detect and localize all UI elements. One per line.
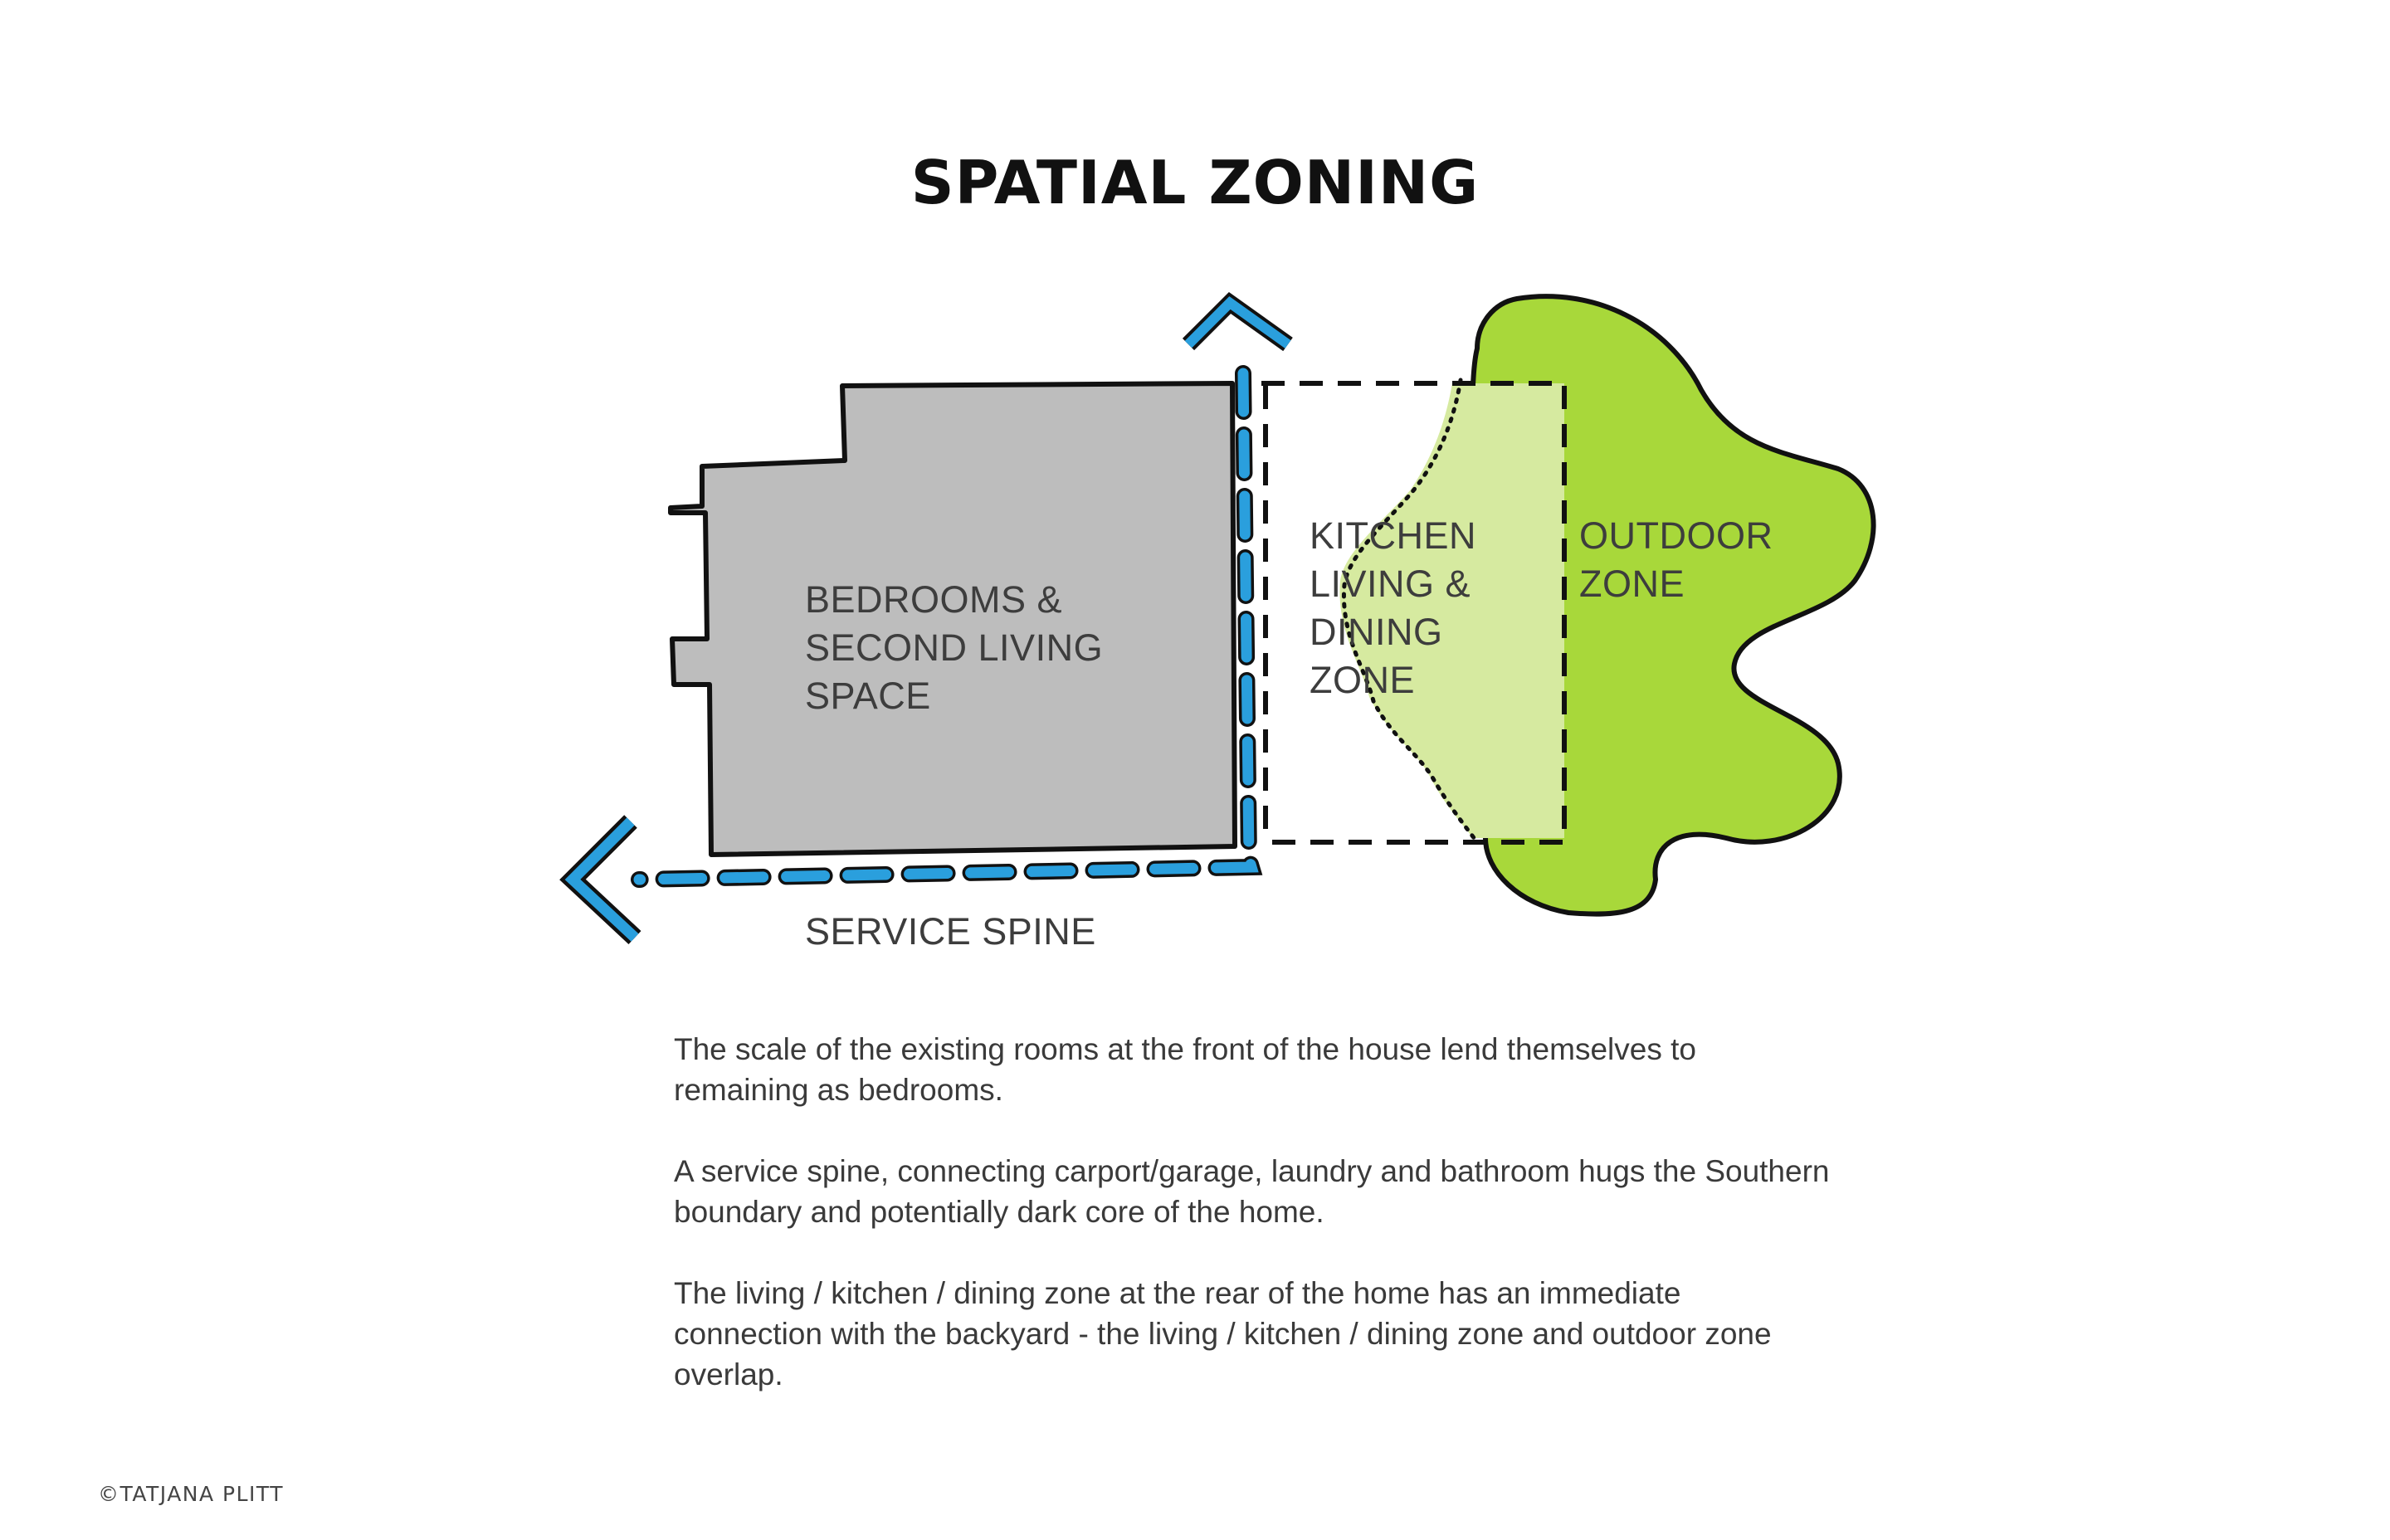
description-block: The scale of the existing rooms at the f… bbox=[674, 1029, 1836, 1435]
description-paragraph: A service spine, connecting carport/gara… bbox=[674, 1154, 1830, 1229]
outdoor-zone-label: OUTDOOR ZONE bbox=[1579, 512, 1773, 608]
outdoor-label-line: OUTDOOR bbox=[1579, 514, 1773, 557]
spine-arrow-left bbox=[559, 815, 641, 945]
kitchen-label-line: ZONE bbox=[1310, 659, 1416, 701]
description-paragraph: The scale of the existing rooms at the f… bbox=[674, 1032, 1696, 1107]
copyright-credit: ©TATJANA PLITT bbox=[98, 1482, 285, 1506]
kitchen-label-line: LIVING & bbox=[1310, 563, 1471, 605]
bedrooms-label-line: BEDROOMS & bbox=[805, 578, 1063, 621]
service-spine-label: SERVICE SPINE bbox=[805, 908, 1096, 956]
bedrooms-label-line: SECOND LIVING bbox=[805, 626, 1104, 669]
overlap-zone-shape bbox=[1339, 383, 1564, 838]
outdoor-label-line: ZONE bbox=[1579, 563, 1685, 605]
kitchen-label-line: DINING bbox=[1310, 611, 1443, 653]
description-paragraph: The living / kitchen / dining zone at th… bbox=[674, 1276, 1772, 1391]
diagram-title: SPATIAL ZONING bbox=[910, 148, 1480, 217]
service-spine-path bbox=[633, 368, 1259, 885]
kitchen-label-line: KITCHEN bbox=[1310, 514, 1477, 557]
spine-arrow-up-fill bbox=[1184, 296, 1291, 348]
service-spine-label-text: SERVICE SPINE bbox=[805, 910, 1096, 953]
spine-arrow-left-fill bbox=[564, 817, 639, 942]
bedrooms-label-line: SPACE bbox=[805, 675, 931, 717]
bedrooms-zone-label: BEDROOMS & SECOND LIVING SPACE bbox=[805, 576, 1103, 720]
kitchen-zone-label: KITCHEN LIVING & DINING ZONE bbox=[1310, 512, 1476, 704]
bedrooms-zone-shape bbox=[668, 381, 1237, 857]
